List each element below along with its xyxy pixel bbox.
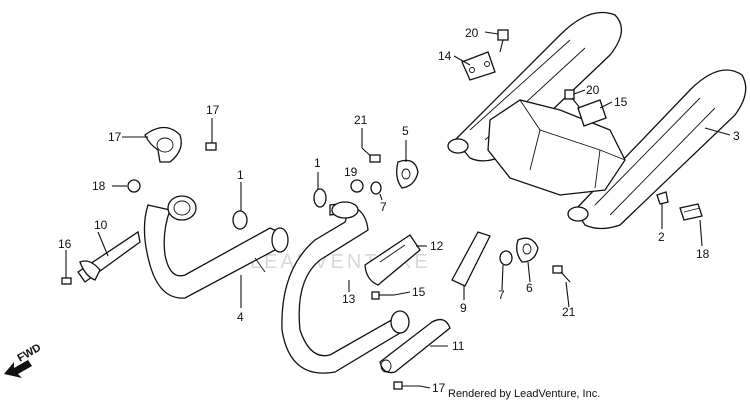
protector-8 xyxy=(451,231,491,287)
leader-lines xyxy=(65,31,731,389)
callout-6: 6 xyxy=(526,281,533,295)
bolt-17-top xyxy=(205,128,217,151)
bolt-17-bottom xyxy=(393,381,420,390)
collar-18-center xyxy=(350,179,364,193)
callout-16: 15 xyxy=(412,285,426,299)
callout-18-center: 19 xyxy=(344,165,358,179)
bolt-21-left xyxy=(361,147,381,163)
callout-3: 3 xyxy=(733,129,740,143)
callout-7-center: 7 xyxy=(380,200,387,214)
callout-17-top: 17 xyxy=(206,103,220,117)
bolt-20-mid xyxy=(564,89,581,109)
collar-18-left xyxy=(127,179,141,193)
bolt-16 xyxy=(371,291,394,300)
callout-20-top: 20 xyxy=(465,26,479,40)
bolt-17-left xyxy=(61,262,72,285)
callout-labels: 17 18 10 16 17 1 4 1 21 19 5 7 13 12 15 … xyxy=(58,26,740,395)
heat-shield-12 xyxy=(364,234,421,286)
bolt-20-top xyxy=(497,29,509,53)
bolt-21-right xyxy=(552,265,571,283)
bracket-14 xyxy=(461,51,496,81)
exhaust-pipe-right xyxy=(281,201,410,374)
fwd-label: FWD xyxy=(16,342,44,365)
callout-1-left: 1 xyxy=(237,168,244,182)
callout-4: 4 xyxy=(237,310,244,324)
callout-21-right: 21 xyxy=(562,305,576,319)
mount-rubber-5 xyxy=(396,159,419,189)
callout-7-right: 7 xyxy=(498,288,505,302)
callout-13: 13 xyxy=(342,292,356,306)
gasket-1-center xyxy=(313,188,327,208)
callout-12: 12 xyxy=(430,239,444,253)
part-2 xyxy=(656,191,669,205)
callout-11: 11 xyxy=(452,339,465,353)
callout-18-left: 18 xyxy=(92,179,106,193)
callout-19: 18 xyxy=(696,247,710,261)
protector-10 xyxy=(77,230,141,283)
clamp-9 xyxy=(144,126,182,163)
heat-shield-11 xyxy=(379,318,451,374)
callout-17-left: 16 xyxy=(58,237,72,251)
bracket-15 xyxy=(577,99,607,127)
mount-rubber-6 xyxy=(516,237,539,263)
exhaust-pipe-left xyxy=(143,195,289,299)
callout-21-left: 21 xyxy=(354,113,368,127)
callout-5: 5 xyxy=(402,124,409,138)
callout-2: 2 xyxy=(658,230,665,244)
part-19 xyxy=(679,203,703,221)
washer-7-right xyxy=(499,250,513,266)
callout-17-bottom: 17 xyxy=(432,381,446,395)
callout-15: 15 xyxy=(614,95,628,109)
callout-1-center: 1 xyxy=(314,156,321,170)
muffler-lower xyxy=(567,69,747,230)
washer-7-center xyxy=(370,181,382,195)
callout-14: 14 xyxy=(438,49,452,63)
callout-9: 17 xyxy=(108,130,122,144)
callout-8: 9 xyxy=(460,301,467,315)
callout-20-mid: 20 xyxy=(586,83,600,97)
credit-text: Rendered by LeadVenture, Inc. xyxy=(448,388,600,400)
fwd-arrow: FWD xyxy=(4,342,43,378)
gasket-1-left xyxy=(232,210,248,230)
callout-10: 10 xyxy=(94,218,108,232)
